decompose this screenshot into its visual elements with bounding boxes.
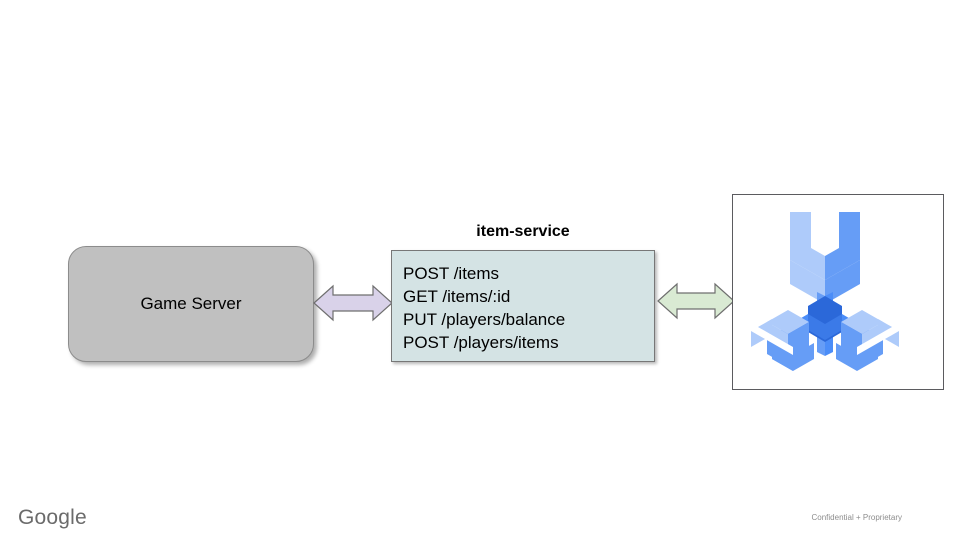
panel-tools-logo[interactable] [732,194,944,390]
node-item-service-title: item-service [476,223,570,240]
node-game-server[interactable]: Game Server [68,246,314,362]
endpoint-item: GET /items/:id [403,287,511,306]
google-wordmark: Google [18,506,87,529]
connector-item-service-to-tools[interactable] [657,279,735,323]
node-item-service[interactable]: POST /items GET /items/:id PUT /players/… [391,250,655,362]
cloud-tools-wrench-icon [751,212,899,371]
double-arrow-shape [657,282,735,320]
connector-game-server-to-item-service[interactable] [313,281,393,325]
endpoint-item: PUT /players/balance [403,310,566,329]
endpoint-list: POST /items GET /items/:id PUT /players/… [403,262,654,354]
node-game-server-label: Game Server [140,293,242,313]
endpoint-item: POST /players/items [403,333,559,352]
confidential-notice: Confidential + Proprietary [811,513,903,522]
endpoint-item: POST /items [403,264,500,283]
double-arrow-shape [313,284,393,322]
